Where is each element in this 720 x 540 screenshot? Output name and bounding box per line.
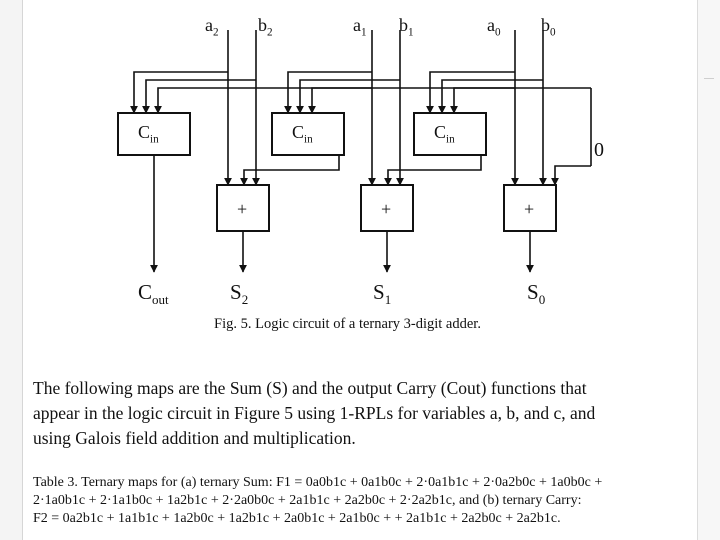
left-window-frame	[0, 0, 23, 540]
wire-a2-to-carry	[130, 71, 228, 114]
output-label-s0: S0	[527, 280, 546, 308]
paragraph-line: using Galois field addition and multipli…	[33, 428, 356, 448]
adder-symbol-2: +	[237, 199, 248, 219]
table-caption: Table 3. Ternary maps for (a) ternary Su…	[33, 474, 697, 528]
wire-b1-to-carry	[296, 79, 400, 114]
paragraph-line: The following maps are the Sum (S) and t…	[33, 378, 587, 398]
input-label-b2: b2	[258, 15, 273, 39]
wire-carry-1-to-adder-2	[240, 155, 340, 186]
table-caption-line: 2·1a0b1c + 2·1a1b0c + 1a2b1c + 2·2a0b0c …	[33, 493, 582, 508]
frame-edge-mark	[704, 78, 714, 79]
wire-carry-0-to-adder-1	[384, 155, 482, 186]
logic-circuit-diagram	[117, 30, 592, 273]
body-paragraph: The following maps are the Sum (S) and t…	[33, 376, 697, 451]
output-label-s2: S2	[230, 280, 249, 308]
wire-c-to-carry-2	[154, 87, 372, 114]
carry-block-label-1: Cin	[292, 122, 313, 146]
output-label-s1: S1	[373, 280, 392, 308]
right-window-frame	[697, 0, 720, 540]
carry-block-label-0: Cin	[434, 122, 455, 146]
table-caption-line: F2 = 0a2b1c + 1a1b1c + 1a2b0c + 1a2b1c +…	[33, 511, 561, 526]
figure-caption: Fig. 5. Logic circuit of a ternary 3-dig…	[214, 316, 481, 332]
wire-c-to-carry-1	[308, 87, 515, 114]
carry-in-constant: 0	[594, 139, 604, 161]
wire-a1-to-carry	[284, 71, 372, 114]
wire-a0-to-carry	[426, 71, 515, 114]
input-label-a1: a1	[353, 15, 367, 39]
input-label-b0: b0	[541, 15, 556, 39]
wire-b2-to-carry	[142, 79, 256, 114]
paragraph-line: appear in the logic circuit in Figure 5 …	[33, 403, 596, 423]
input-label-b1: b1	[399, 15, 414, 39]
input-label-a0: a0	[487, 15, 501, 39]
carry-block-label-2: Cin	[138, 122, 159, 146]
output-label-cout: Cout	[138, 280, 169, 308]
adder-symbol-0: +	[524, 199, 535, 219]
wire-carry-in-to-carry-0	[450, 87, 591, 114]
adder-symbol-1: +	[381, 199, 392, 219]
wire-b0-to-carry	[438, 79, 543, 114]
table-caption-line: Table 3. Ternary maps for (a) ternary Su…	[33, 475, 603, 490]
input-label-a2: a2	[205, 15, 219, 39]
wire-carry-in-to-adder-0	[551, 165, 591, 186]
